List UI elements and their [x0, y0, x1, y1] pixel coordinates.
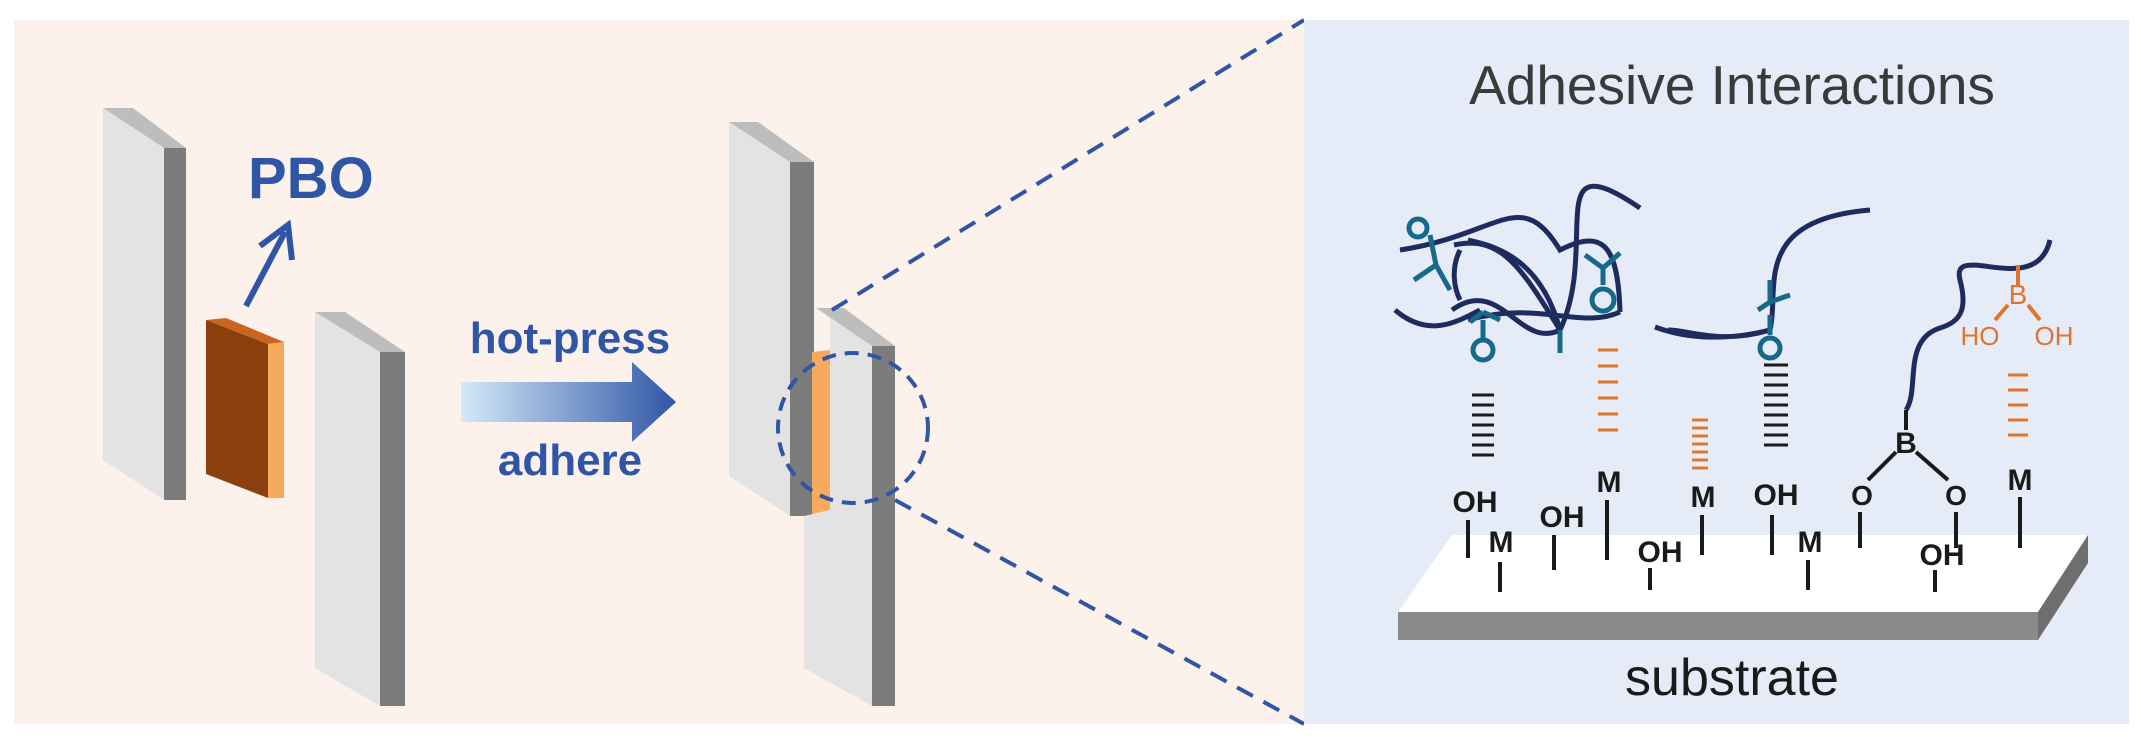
- boronic-ho-label: HO: [1961, 321, 2000, 351]
- adherend-plate-2: [315, 312, 405, 706]
- surface-m-2: M: [1597, 466, 1622, 499]
- surface-sites: OH M OH M OH M OH M OH M: [1453, 464, 2033, 572]
- substrate-slab: [1398, 535, 2088, 640]
- surface-m-5: M: [2008, 464, 2033, 497]
- surface-m-3: M: [1691, 481, 1716, 514]
- surface-bond-lines: [1466, 497, 2022, 592]
- zoom-circle: [776, 351, 930, 505]
- pbo-adhesive-block: [206, 318, 284, 498]
- ester-oxygen-left: O: [1851, 480, 1873, 511]
- adhere-label: adhere: [498, 436, 642, 485]
- interaction-dashes-orange: [1598, 348, 2028, 470]
- surface-oh-2: OH: [1540, 501, 1585, 534]
- zoom-line-bottom: [894, 498, 1305, 726]
- surface-oh-3: OH: [1638, 536, 1683, 569]
- ester-oxygen-right: O: [1945, 480, 1967, 511]
- boronic-acid-group: [1993, 265, 2042, 322]
- process-arrow: [461, 362, 676, 442]
- surface-oh-5: OH: [1920, 539, 1965, 572]
- pbo-pointer-arrow: [243, 219, 295, 308]
- surface-oh-4: OH: [1754, 479, 1799, 512]
- surface-m-4: M: [1798, 526, 1823, 559]
- boronic-oh-label: OH: [2035, 321, 2074, 351]
- zoom-line-top: [830, 18, 1306, 312]
- pbo-label: PBO: [248, 146, 374, 211]
- interaction-dashes-black: [1472, 363, 1788, 457]
- boronic-b-label: B: [2009, 279, 2028, 310]
- surface-oh-1: OH: [1453, 486, 1498, 519]
- boron-label: B: [1895, 427, 1917, 460]
- carbonyl-groups: [1406, 216, 1791, 363]
- substrate-label: substrate: [1625, 649, 1839, 707]
- hot-press-label: hot-press: [470, 314, 670, 363]
- adherend-plate-1: [103, 108, 186, 500]
- panel-title: Adhesive Interactions: [1469, 54, 1995, 116]
- surface-m-1: M: [1489, 526, 1514, 559]
- boronate-ester-bonds: [1858, 410, 1958, 548]
- bonded-assembly: [729, 122, 895, 706]
